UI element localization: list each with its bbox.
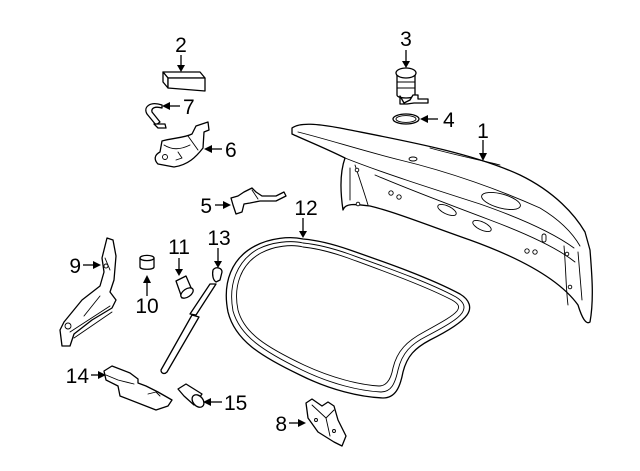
- callout-12[interactable]: 12: [294, 197, 317, 220]
- callout-6[interactable]: 6: [225, 139, 237, 162]
- arrow-3: [402, 61, 410, 68]
- part-9-hinge[interactable]: [59, 237, 117, 347]
- callout-4[interactable]: 4: [443, 109, 455, 132]
- arrow-2: [177, 65, 185, 72]
- callout-1[interactable]: 1: [477, 120, 489, 143]
- callout-13[interactable]: 13: [207, 227, 230, 250]
- arrow-4: [420, 115, 428, 123]
- callout-3[interactable]: 3: [400, 28, 412, 51]
- arrow-13: [214, 261, 222, 268]
- callout-labels: 1 2 3 4 5 6 7 8 9 10 11 12 13 14 15: [66, 28, 489, 436]
- part-7-clip[interactable]: [145, 103, 167, 129]
- arrow-10: [143, 275, 151, 283]
- part-8-striker[interactable]: [305, 398, 347, 447]
- callout-10[interactable]: 10: [135, 295, 158, 318]
- callout-11[interactable]: 11: [168, 236, 190, 259]
- callout-8[interactable]: 8: [275, 413, 287, 436]
- arrow-1: [479, 153, 487, 161]
- arrow-5: [223, 201, 231, 209]
- callout-9[interactable]: 9: [69, 255, 81, 278]
- callout-2[interactable]: 2: [175, 34, 187, 57]
- arrow-11: [175, 269, 183, 276]
- part-10-bumper[interactable]: [139, 254, 155, 270]
- part-13-support-strut[interactable]: [160, 267, 223, 375]
- arrow-14: [98, 371, 106, 379]
- arrow-6: [204, 145, 212, 153]
- part-15-bumper[interactable]: [177, 383, 206, 410]
- callout-7[interactable]: 7: [183, 96, 195, 119]
- callout-14[interactable]: 14: [66, 365, 90, 388]
- part-11-bumper[interactable]: [175, 275, 195, 300]
- part-1-trunk-lid[interactable]: [291, 123, 593, 324]
- callout-15[interactable]: 15: [224, 392, 247, 415]
- callout-5[interactable]: 5: [200, 195, 212, 218]
- leader-lines: [83, 50, 487, 427]
- part-4-gasket[interactable]: [392, 113, 420, 125]
- part-3-lock-cylinder[interactable]: [395, 67, 429, 105]
- part-5-bracket[interactable]: [230, 187, 287, 215]
- part-14-bracket[interactable]: [103, 365, 173, 411]
- arrow-8: [298, 419, 306, 427]
- arrow-12: [299, 231, 307, 238]
- arrow-15: [203, 398, 211, 406]
- arrow-9: [93, 261, 101, 269]
- part-2-block[interactable]: [162, 71, 206, 92]
- part-6-latch[interactable]: [154, 121, 210, 168]
- part-12-weatherstrip[interactable]: [225, 237, 471, 399]
- arrow-7: [162, 102, 170, 110]
